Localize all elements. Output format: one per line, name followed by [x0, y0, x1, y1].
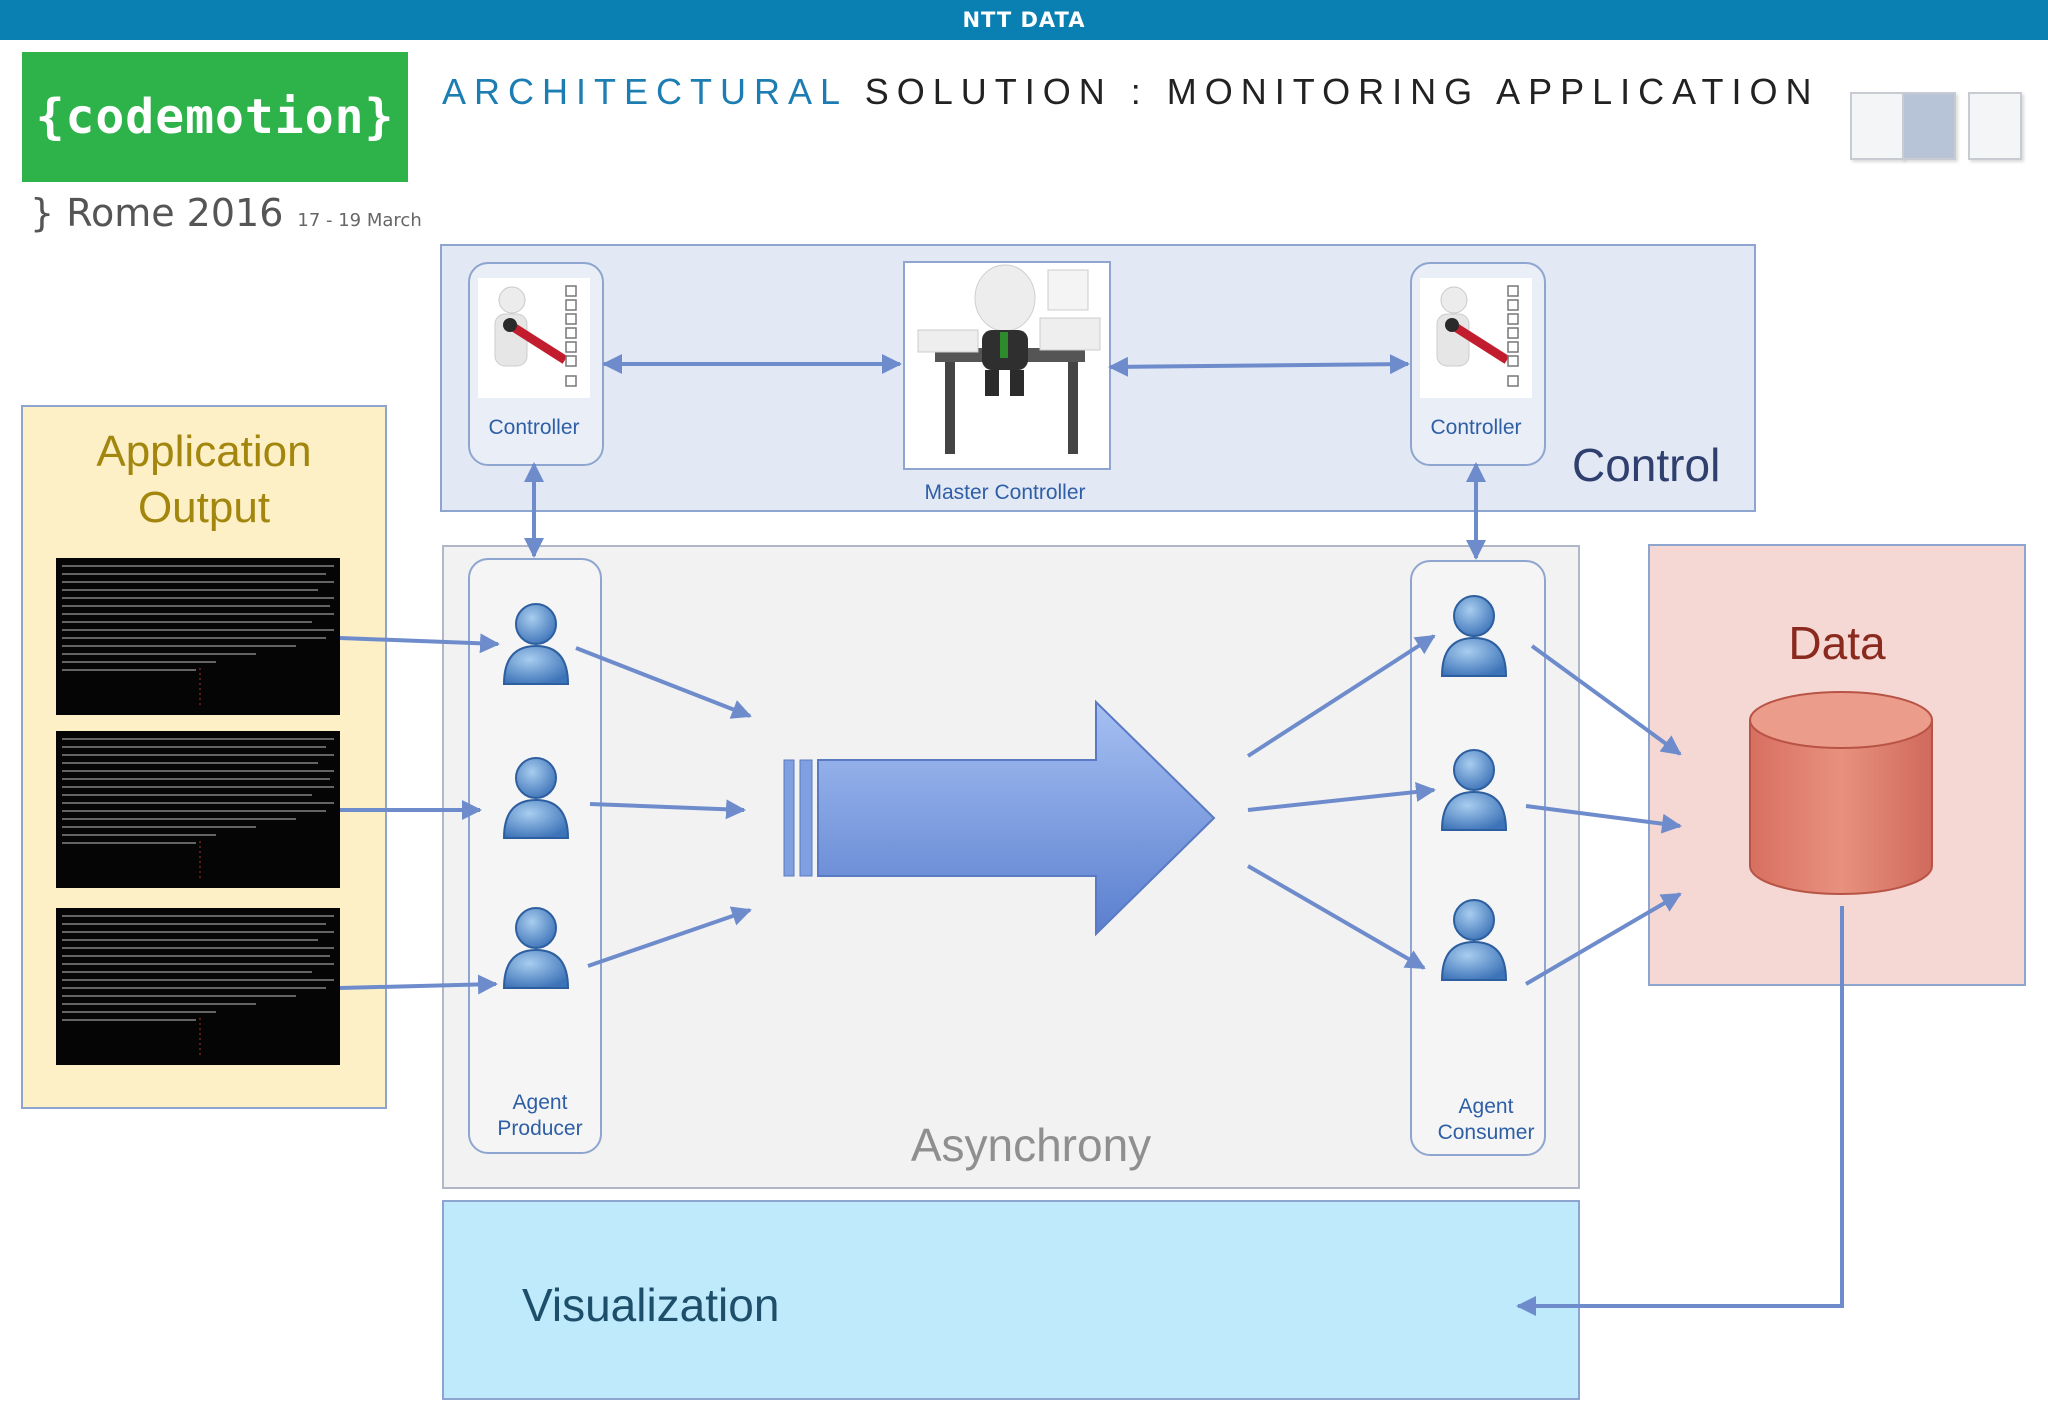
arrow-controller-master-right [1108, 354, 1410, 377]
arrow-queue-consumer-2 [1247, 781, 1436, 812]
person-icon [1440, 749, 1508, 831]
agent-consumer-label-line-1: Agent [1458, 1095, 1514, 1118]
visualization-layer [442, 1200, 1580, 1400]
arrow-producer-queue-1 [575, 646, 752, 719]
arrow-queue-consumer-1 [1246, 634, 1436, 758]
ntt-data-logo: NTT DATA [962, 8, 1086, 32]
agent-consumer-label: Agent Consumer [1416, 1094, 1556, 1146]
person-icon [502, 907, 570, 989]
person-icon [502, 757, 570, 839]
terminal-log-2 [56, 731, 340, 888]
terminal-log-3 [56, 908, 340, 1065]
application-output-label: Application Output [21, 424, 387, 536]
event-city-year: } Rome 2016 [30, 191, 284, 235]
title-part-1: ARCHITECTURAL [442, 71, 847, 112]
asynchrony-label: Asynchrony [910, 1119, 1152, 1171]
terminal-log-lines [62, 738, 334, 881]
data-label: Data [1788, 617, 1886, 669]
person-icon [1440, 899, 1508, 981]
arrow-consumer-data-2 [1525, 804, 1682, 834]
person-icon [1440, 595, 1508, 677]
agent-producer-label-line-1: Agent [512, 1091, 568, 1114]
connection-arrows [339, 354, 1844, 1316]
controller-right-icon [1420, 278, 1532, 398]
slide-title: ARCHITECTURAL SOLUTION : MONITORING APPL… [442, 70, 1820, 114]
message-queue-arrow [783, 699, 1216, 937]
event-dates: 17 - 19 March [297, 210, 422, 231]
arrow-queue-consumer-3 [1246, 864, 1426, 970]
terminal-log-lines [62, 565, 334, 708]
arrow-producer-queue-3 [587, 906, 752, 968]
arrow-log-producer-1 [339, 633, 500, 654]
database-icon [1749, 691, 1933, 895]
application-label-line-1: Application [96, 427, 312, 476]
arrow-producer-queue-2 [589, 799, 746, 820]
arrow-data-visualization [1516, 906, 1844, 1316]
header-bar: NTT DATA [0, 0, 2048, 40]
controller-left-icon [478, 278, 590, 398]
deco-window-icon [1968, 92, 2022, 160]
application-label-line-2: Output [137, 483, 271, 532]
controller-right-label: Controller [1430, 416, 1522, 439]
master-controller-label: Master Controller [924, 481, 1086, 504]
arrow-log-producer-3 [339, 974, 498, 995]
title-part-2: SOLUTION : MONITORING APPLICATION [864, 71, 1820, 112]
terminal-log-1 [56, 558, 340, 715]
agent-producer-label-line-2: Producer [497, 1117, 583, 1140]
agent-consumer-label-line-2: Consumer [1437, 1121, 1535, 1144]
person-icon [502, 603, 570, 685]
agent-producer-label: Agent Producer [468, 1090, 612, 1142]
event-subtitle: } Rome 2016 17 - 19 March [30, 188, 422, 238]
arrow-consumer-data-3 [1524, 892, 1682, 986]
codemotion-logo-text: {codemotion} [35, 89, 395, 145]
visualization-label: Visualization [522, 1279, 780, 1331]
arrow-consumer-data-1 [1530, 644, 1682, 756]
codemotion-logo: {codemotion} [22, 52, 408, 182]
terminal-log-lines [62, 915, 334, 1058]
deco-window-icon [1902, 92, 1956, 160]
control-label: Control [1572, 439, 1721, 491]
controller-left-label: Controller [488, 416, 580, 439]
master-controller-icon [917, 264, 1101, 454]
